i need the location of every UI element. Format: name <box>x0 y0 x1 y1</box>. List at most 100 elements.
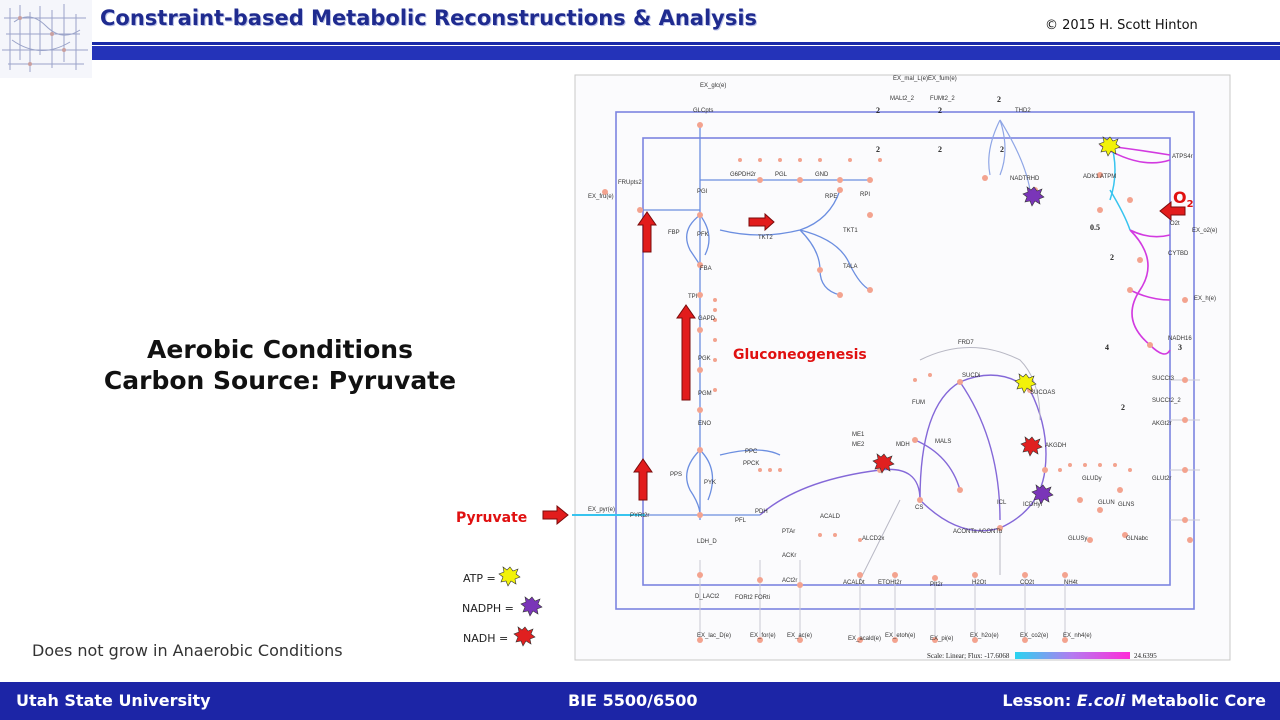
arrow-right-pyruvate-icon <box>542 504 569 526</box>
legend-nadph-label: NADPH = <box>462 602 514 615</box>
footer-lesson: Lesson: E.coli Metabolic Core <box>1002 691 1266 710</box>
legend-nadh-star-icon <box>513 626 536 647</box>
svg-text:2: 2 <box>1000 145 1004 154</box>
label-ex-h: EX_h(e) <box>1194 296 1216 302</box>
nadph-star-icon <box>1031 484 1054 505</box>
label-fum: FUM <box>912 400 925 406</box>
label-ex-glc: EX_glc(e) <box>700 83 726 89</box>
label-ackr: ACKr <box>782 553 796 559</box>
stoichiometry-labels: 2 2 2 2 2 2 0.5 2 4 3 2 <box>876 95 1182 412</box>
header-rule <box>92 42 1280 45</box>
slide-thumbnail-logo <box>0 0 92 78</box>
label-ex-o2: EX_o2(e) <box>1192 228 1217 234</box>
label-h2ot: H2Ot <box>972 580 986 586</box>
label-frd7: FRD7 <box>958 340 974 346</box>
label-tkt1: TKT1 <box>843 228 858 234</box>
arrow-left-o2-icon <box>1159 200 1186 222</box>
legend-atp-label: ATP = <box>463 572 496 585</box>
label-d-lact2: D_LACt2 <box>695 594 720 600</box>
svg-text:3: 3 <box>1178 343 1182 352</box>
label-glnabc: GLNabc <box>1126 536 1148 542</box>
label-acaldt: ACALDt <box>843 580 865 586</box>
label-cytbd: CYTBD <box>1168 251 1189 257</box>
pyruvate-label: Pyruvate <box>456 510 527 526</box>
scale-label: Scale: Linear; Flux: -17.6068 <box>927 652 1010 660</box>
label-ppc: PPC <box>745 449 758 455</box>
tca-cycle <box>759 374 1047 532</box>
label-sucoas: SUCOAS <box>1030 390 1055 396</box>
cofactor-nodes <box>713 158 1132 542</box>
label-icdhyr: ICDHyr <box>1023 502 1043 508</box>
label-frupts2: FRUpts2 <box>618 180 642 186</box>
legend-markers <box>498 566 543 647</box>
label-pyk: PYK <box>704 480 716 486</box>
label-akgt2r: AKGt2r <box>1152 421 1172 427</box>
gluconeogenesis-label: Gluconeogenesis <box>733 347 867 363</box>
label-etoht2r: ETOHt2r <box>878 580 902 586</box>
label-pgi: PGI <box>697 189 708 195</box>
label-pyrt2r: PYRt2r <box>630 513 649 519</box>
label-me1: ME1 <box>852 432 865 438</box>
footer-bar: Utah State University BIE 5500/6500 Less… <box>0 682 1280 720</box>
label-tala: TALA <box>843 264 858 270</box>
label-glcpts: GLCpts <box>693 108 713 114</box>
label-pit2r: PIt2r <box>930 582 943 588</box>
svg-text:2: 2 <box>876 145 880 154</box>
label-act2r: ACt2r <box>782 578 797 584</box>
svg-text:0.5: 0.5 <box>1090 223 1100 232</box>
label-nadtrhd: NADTRHD <box>1010 176 1040 182</box>
label-atps4r: ATPS4r <box>1172 154 1193 160</box>
label-succt2: SUCCt2_2 <box>1152 398 1181 404</box>
cofactor-markers <box>872 136 1121 505</box>
label-tkt2: TKT2 <box>758 235 773 241</box>
label-ex-mal-fum: EX_mal_L(e)EX_fum(e) <box>893 76 957 82</box>
label-pgm: PGM <box>698 391 712 397</box>
label-malt2: MALt2_2 <box>890 96 915 102</box>
label-pfl: PFL <box>735 518 747 524</box>
scale-max-label: 24.6395 <box>1134 652 1157 660</box>
arrow-up-fbp-icon <box>637 211 657 253</box>
label-ex-nh4: EX_nh4(e) <box>1063 633 1092 639</box>
label-thd2: THD2 <box>1015 108 1031 114</box>
heading-line-2: Carbon Source: Pyruvate <box>103 366 457 395</box>
svg-text:4: 4 <box>1105 343 1109 352</box>
label-ex-lac: EX_lac_D(e) <box>697 633 731 639</box>
tca-outer-links <box>859 347 1041 581</box>
label-fort: FORt2 FORti <box>735 595 770 601</box>
label-mals: MALS <box>935 439 951 445</box>
label-eno: ENO <box>698 421 711 427</box>
copyright-text: © 2015 H. Scott Hinton <box>1045 18 1198 33</box>
label-rpi: RPI <box>860 192 870 198</box>
svg-text:2: 2 <box>938 145 942 154</box>
map-frame <box>574 74 1231 661</box>
label-atpm: ATPM <box>1100 174 1116 180</box>
svg-text:2: 2 <box>1121 403 1125 412</box>
label-ldh: LDH_D <box>697 539 717 545</box>
label-fba: FBA <box>700 266 712 272</box>
flux-arrows <box>542 200 1186 526</box>
o2-label: O2 <box>1173 188 1194 210</box>
label-glns: GLNS <box>1118 502 1134 508</box>
anaerobic-note: Does not grow in Anaerobic Conditions <box>32 641 343 660</box>
label-pfk: PFK <box>697 232 709 238</box>
heading-line-1: Aerobic Conditions <box>147 335 413 364</box>
svg-text:2: 2 <box>1110 253 1114 262</box>
label-ex-h2o: EX_h2o(e) <box>970 633 999 639</box>
footer-course: BIE 5500/6500 <box>568 691 698 710</box>
label-pgl: PGL <box>775 172 788 178</box>
label-akgdh: AKGDH <box>1045 443 1066 449</box>
label-tpi: TPI <box>688 294 698 300</box>
label-gapd: GAPD <box>698 316 716 322</box>
label-pgk: PGK <box>698 356 711 362</box>
label-ex-for: EX_for(e) <box>750 633 776 639</box>
label-rpe: RPE <box>825 194 837 200</box>
nadh-star-icon <box>872 453 895 474</box>
nadph-star-icon <box>1022 186 1045 207</box>
label-o2t: O2t <box>1170 221 1180 227</box>
arrow-right-tkt-icon <box>748 212 775 232</box>
label-glun: GLUN <box>1098 500 1115 506</box>
label-acald: ACALD <box>820 514 841 520</box>
svg-text:2: 2 <box>938 106 942 115</box>
label-ex-acald: EX_acald(e) <box>848 636 881 642</box>
label-pdh: PDH <box>755 509 768 515</box>
